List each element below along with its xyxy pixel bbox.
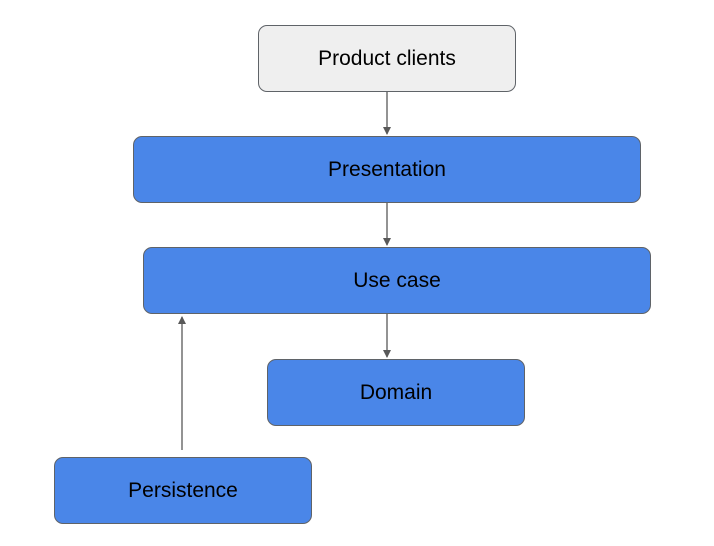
presentation-node: Presentation <box>133 136 641 203</box>
persistence-node: Persistence <box>54 457 312 524</box>
use-case-node: Use case <box>143 247 651 314</box>
domain-node: Domain <box>267 359 525 426</box>
domain-label: Domain <box>359 380 433 404</box>
persistence-label: Persistence <box>128 478 238 502</box>
use-case-label: Use case <box>353 268 441 292</box>
product-clients-label: Product clients <box>318 46 456 70</box>
presentation-label: Presentation <box>328 157 446 181</box>
product-clients-node: Product clients <box>258 25 516 92</box>
